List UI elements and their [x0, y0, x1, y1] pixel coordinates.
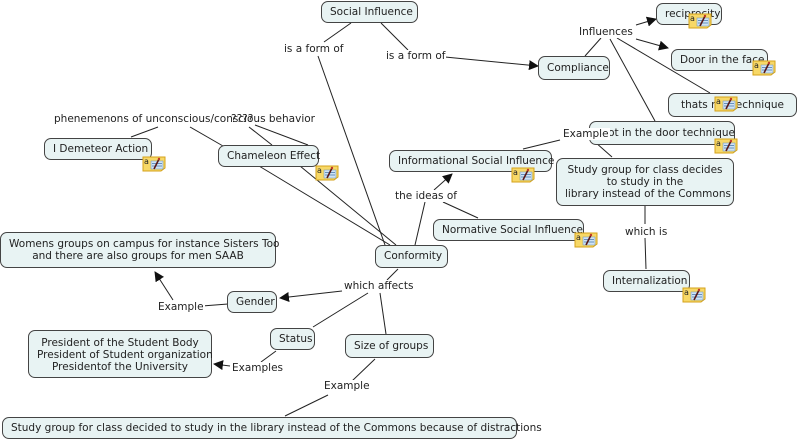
linking-phrase-which-affects[interactable]: which affects	[343, 280, 415, 292]
link-influences-foot	[609, 38, 656, 122]
concept-label-line: library instead of the Commons	[565, 188, 731, 200]
svg-text:a: a	[754, 61, 759, 70]
svg-text:a: a	[317, 166, 322, 175]
concept-status[interactable]: Status	[270, 328, 315, 350]
link-form-right-compliance	[444, 56, 539, 71]
sticky-note-icon[interactable]: a	[714, 96, 738, 112]
linking-phrase-overlap: ????	[231, 113, 254, 125]
concept-label-line: President of Student organization	[37, 349, 213, 361]
sticky-note-icon[interactable]: a	[511, 167, 535, 183]
sticky-note-icon[interactable]: a	[574, 232, 598, 248]
link-social-influence-form-left	[323, 22, 352, 43]
concept-label: Size of groups	[354, 340, 429, 352]
svg-text:a: a	[513, 168, 518, 177]
concept-social-influence[interactable]: Social Influence	[321, 1, 418, 23]
linking-phrase-examples-status[interactable]: Examples	[231, 362, 285, 374]
concept-normative-social-influence[interactable]: Normative Social Influence	[433, 219, 584, 241]
concept-label: Normative Social Influence	[442, 224, 583, 236]
link-phenomenons-chameleon-3	[254, 124, 309, 146]
concept-label-line: Study group for class decides	[567, 164, 723, 176]
link-example-study-decided	[284, 394, 329, 417]
concept-foot-in-the-door[interactable]: foot in the door technique	[589, 121, 735, 145]
svg-text:a: a	[144, 157, 149, 166]
concept-label: Door in the face	[680, 54, 765, 66]
concept-label: Conformity	[384, 250, 443, 262]
concept-internalization[interactable]: Internalization	[603, 270, 690, 292]
link-size-example	[351, 358, 376, 382]
concept-conformity[interactable]: Conformity	[375, 245, 448, 268]
linking-phrase-influences[interactable]: Influences	[578, 26, 634, 38]
link-phenomenons-demeteor	[130, 126, 159, 138]
concept-womens-groups[interactable]: Womens groups on campus for instance Sis…	[0, 232, 280, 268]
concept-label: Gender	[236, 296, 275, 308]
concept-label: I Demeteor Action	[53, 143, 149, 155]
sticky-note-icon[interactable]: a	[315, 165, 339, 181]
concept-gender[interactable]: Gender	[227, 291, 277, 313]
linking-phrase-example-gender[interactable]: Example	[157, 301, 205, 313]
link-compliance-influences	[584, 37, 602, 57]
concept-chameleon-effect[interactable]: Chameleon Effect	[218, 145, 321, 167]
concept-label-line: President of the Student Body	[41, 337, 199, 349]
link-affects-gender	[279, 290, 343, 302]
svg-text:a: a	[576, 233, 581, 242]
svg-text:a: a	[690, 14, 695, 23]
concept-study-group-decides[interactable]: Study group for class decides to study i…	[556, 158, 734, 206]
concept-door-in-the-face[interactable]: Door in the face	[671, 49, 768, 71]
linking-phrase-example-info[interactable]: Example	[562, 128, 610, 140]
link-affects-status	[312, 292, 369, 328]
link-conformity-affects	[386, 268, 399, 281]
concept-label: Internalization	[612, 275, 688, 287]
link-which-is-internalization	[644, 237, 647, 270]
svg-text:a: a	[684, 288, 689, 297]
concept-compliance[interactable]: Compliance	[538, 56, 610, 80]
link-social-influence-form-right	[380, 22, 409, 51]
link-affects-size	[379, 292, 387, 335]
sticky-note-icon[interactable]: a	[682, 287, 706, 303]
concept-label-line: Presidentof the University	[52, 361, 188, 373]
link-form-left-conformity	[317, 55, 386, 246]
linking-phrase-is-a-form-of-right[interactable]: is a form of	[385, 50, 447, 62]
concept-size-of-groups[interactable]: Size of groups	[345, 334, 434, 358]
link-ideas-informational	[433, 173, 453, 191]
concept-presidents[interactable]: President of the Student Body President …	[28, 330, 213, 378]
sticky-note-icon[interactable]: a	[688, 13, 712, 29]
linking-phrase-phenomenons[interactable]: phenemenons of unconscious/conscious beh…	[54, 113, 315, 125]
concept-study-group-decided[interactable]: Study group for class decided to study i…	[2, 417, 542, 439]
concept-label-line: and there are also groups for men SAAB	[32, 250, 244, 262]
concept-i-demeteor-action[interactable]: I Demeteor Action	[44, 138, 152, 160]
concept-label: Social Influence	[330, 6, 413, 18]
link-phenomenons-chameleon-2	[248, 126, 273, 146]
concept-label-line: Womens groups on campus for instance Sis…	[9, 238, 280, 250]
concept-label: Chameleon Effect	[227, 150, 321, 162]
link-influences-reciprocity	[635, 16, 657, 27]
sticky-note-icon[interactable]: a	[142, 156, 166, 172]
svg-text:a: a	[716, 139, 721, 148]
concept-label-line: to study in the	[606, 176, 684, 188]
link-phenomenons-chameleon-1	[189, 126, 224, 147]
link-gender-example	[201, 303, 229, 307]
svg-text:a: a	[716, 97, 721, 106]
link-conformity-ideas	[414, 201, 426, 246]
concept-label: Informational Social Influence	[398, 155, 555, 167]
concept-label: Study group for class decided to study i…	[11, 422, 542, 434]
link-status-examples	[260, 350, 277, 363]
linking-phrase-is-a-form-of-left[interactable]: is a form of	[283, 43, 345, 55]
concept-label: foot in the door technique	[598, 127, 736, 139]
linking-phrase-example-size[interactable]: Example	[323, 380, 371, 392]
concept-informational-social-influence[interactable]: Informational Social Influence	[389, 150, 555, 172]
link-example-womens	[154, 271, 174, 301]
concept-label: Status	[279, 333, 313, 345]
link-examples-presidents	[213, 360, 231, 371]
concept-label: Compliance	[547, 62, 609, 74]
sticky-note-icon[interactable]: a	[752, 60, 776, 76]
link-influences-door	[635, 38, 669, 51]
link-chameleon-conformity-1	[258, 165, 391, 246]
sticky-note-icon[interactable]: a	[714, 138, 738, 154]
link-informational-example	[522, 139, 561, 150]
link-influences-thats-not	[616, 37, 711, 94]
link-ideas-normative	[442, 201, 479, 219]
linking-phrase-which-is[interactable]: which is	[624, 226, 669, 238]
linking-phrase-the-ideas-of[interactable]: the ideas of	[394, 190, 458, 202]
